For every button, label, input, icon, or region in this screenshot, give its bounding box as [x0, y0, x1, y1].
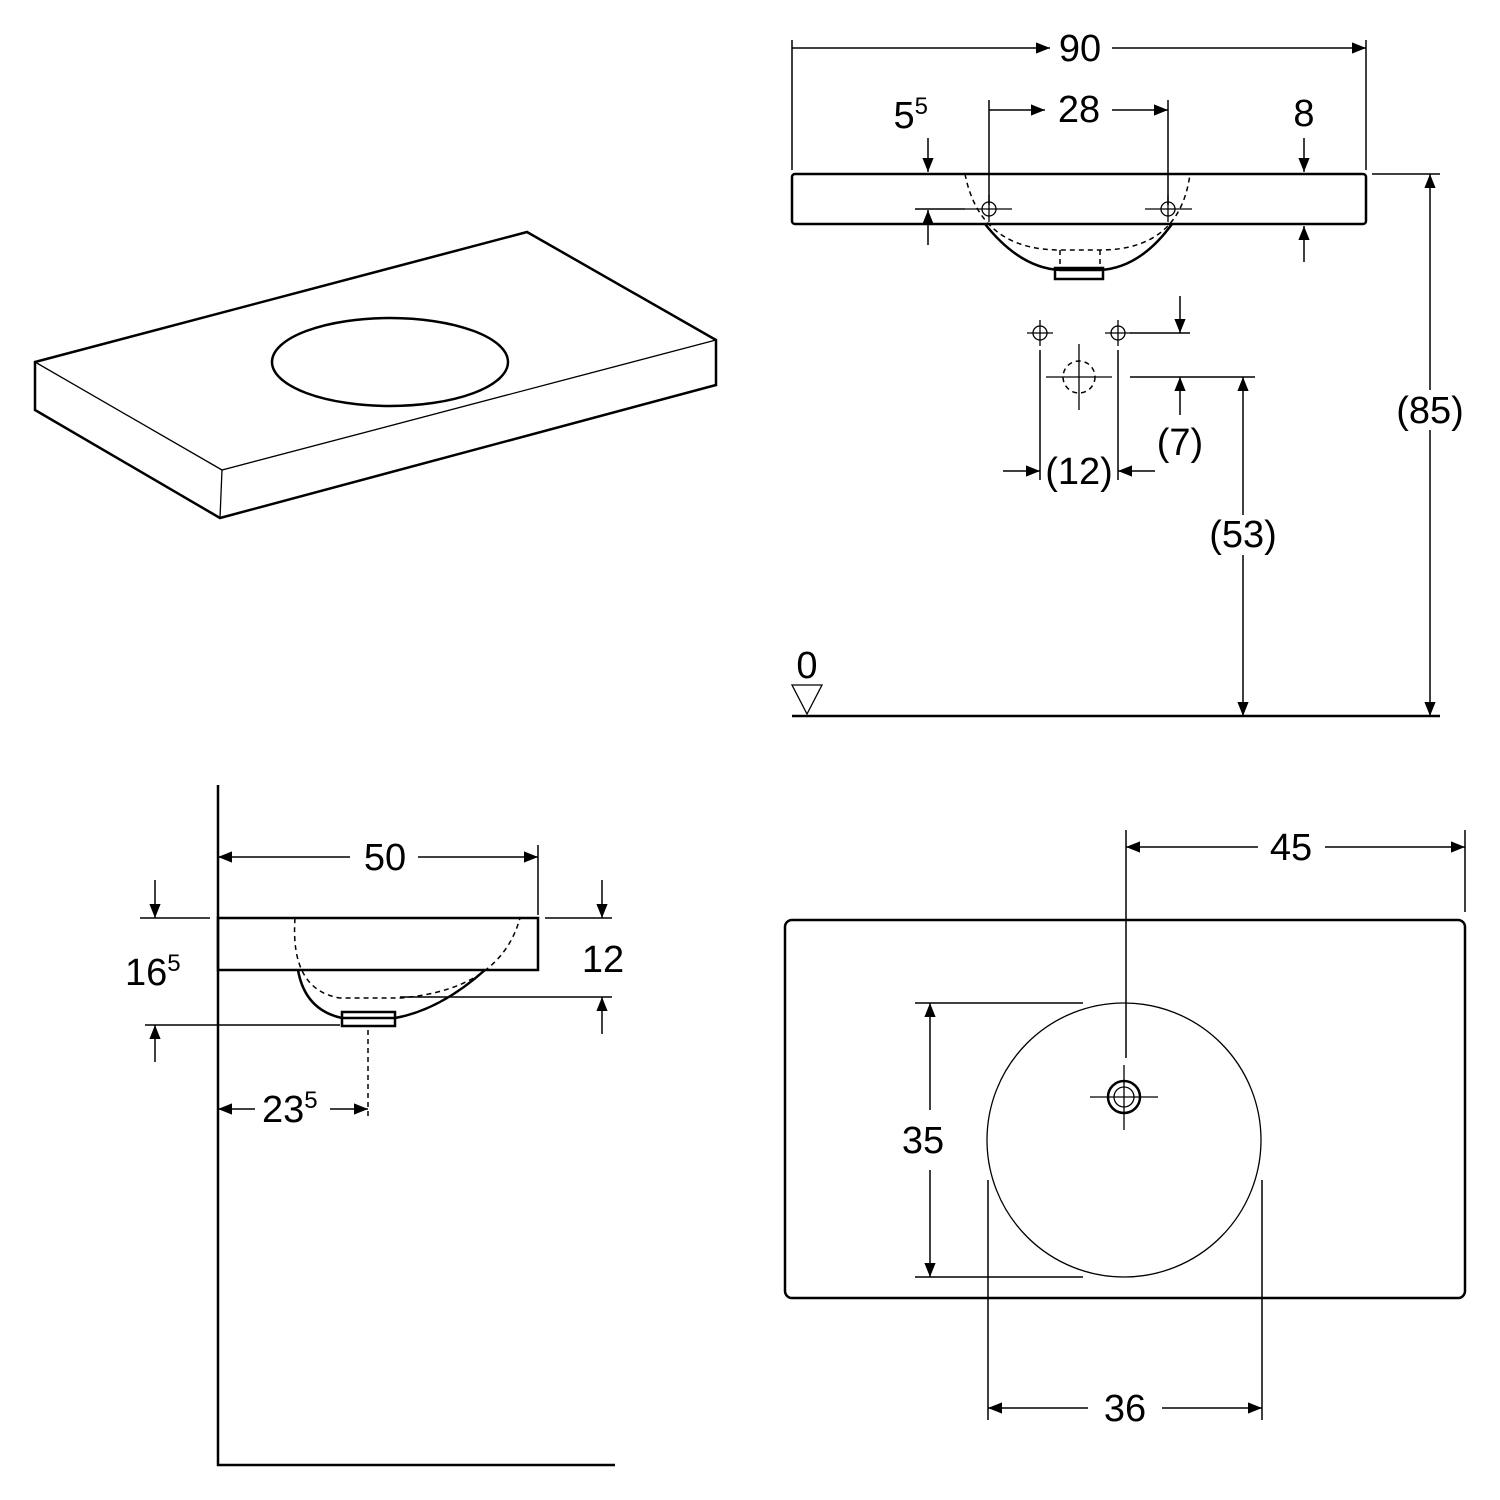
dim-slab-thickness: 12: [582, 939, 624, 981]
dim-tap-spacing: 28: [1058, 89, 1100, 131]
dim-drain-offset: 45: [1270, 827, 1312, 869]
bowl-outline: [270, 316, 510, 408]
dim-width: 90: [1059, 28, 1101, 70]
top-view: 45 35 36: [783, 827, 1467, 1430]
dim-total-height: (85): [1396, 390, 1464, 432]
dim-drain-height: (53): [1209, 514, 1277, 556]
dim-edge-left: 55: [894, 93, 929, 137]
dim-valve-offset: (7): [1157, 422, 1203, 464]
side-view: 50 165 12 235: [125, 785, 624, 1467]
dim-drain-position: 235: [262, 1087, 318, 1131]
isometric-view: [33, 230, 718, 520]
dim-overall-height: 165: [125, 950, 181, 994]
dim-depth: 50: [364, 837, 406, 879]
dim-bowl-width: 36: [1104, 1388, 1146, 1430]
dim-edge-right: 8: [1293, 93, 1314, 135]
dim-bowl-depth: 35: [902, 1120, 944, 1162]
bowl-circle: [986, 1002, 1262, 1278]
floor-level-label: 0: [796, 645, 817, 687]
front-view: 90 28 55 8 (12) (7) (53) (85) 0: [790, 28, 1464, 718]
dim-valve-spacing: (12): [1045, 451, 1113, 493]
